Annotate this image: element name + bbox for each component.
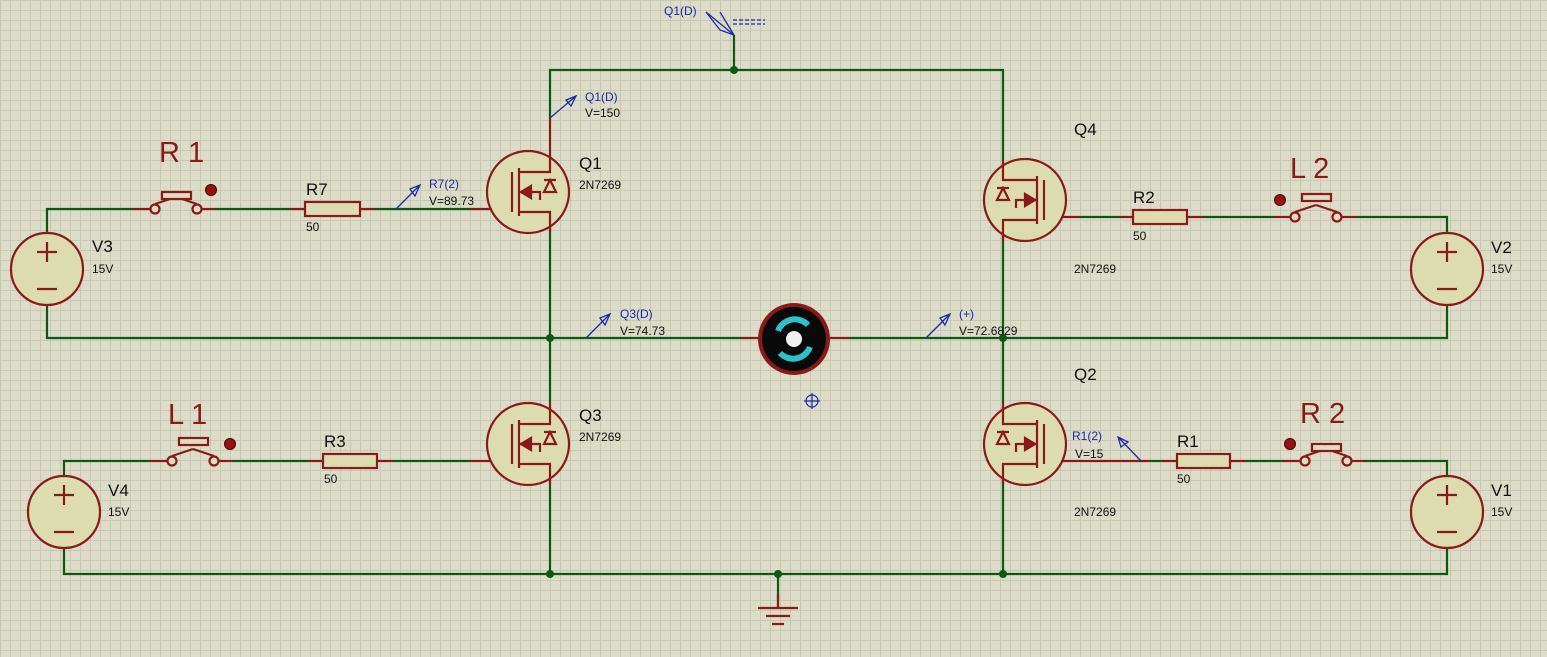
resistor-name: R3 — [324, 432, 346, 451]
wires — [45, 35, 1449, 607]
mosfet-q3[interactable]: Q3 2N7269 — [470, 401, 621, 487]
resistor-r7[interactable]: R7 50 — [290, 180, 375, 234]
voltage-probe-q3d[interactable]: Q3(D) V=74.73 — [585, 307, 665, 339]
mosfet-q1[interactable]: Q1 2N7269 — [470, 118, 621, 235]
mosfet-model: 2N7269 — [1074, 505, 1116, 519]
source-name: V3 — [92, 237, 113, 256]
source-name: V2 — [1491, 238, 1512, 257]
source-value: 15V — [92, 262, 113, 276]
mosfet-name: Q4 — [1074, 120, 1097, 139]
junction-dots — [546, 66, 1007, 578]
probe-value: V=74.73 — [620, 324, 665, 338]
resistor-r1[interactable]: R1 50 — [1162, 432, 1246, 486]
probe-value: V=15 — [1075, 447, 1104, 461]
ground-symbol[interactable] — [758, 594, 798, 626]
resistor-value: 50 — [1133, 229, 1147, 243]
mosfet-model: 2N7269 — [579, 178, 621, 192]
push-button-r2[interactable]: R 2 — [1283, 398, 1365, 467]
voltage-source-v2[interactable]: V2 15V — [1409, 231, 1512, 307]
resistor-value: 50 — [1177, 472, 1191, 486]
resistor-name: R2 — [1133, 188, 1155, 207]
voltage-source-v4[interactable]: V4 15V — [26, 474, 129, 550]
probe-value: V=89.73 — [429, 194, 474, 208]
resistor-r3[interactable]: R3 50 — [308, 432, 393, 486]
probe-value: V=72.6829 — [959, 324, 1018, 338]
resistor-name: R7 — [306, 180, 328, 199]
source-value: 15V — [108, 505, 129, 519]
mosfet-q4[interactable]: Q4 2N7269 — [982, 120, 1116, 276]
source-name: V1 — [1491, 481, 1512, 500]
probe-label: Q1(D) — [585, 90, 618, 104]
source-value: 15V — [1491, 262, 1512, 276]
probe-value: V=150 — [585, 106, 620, 120]
switch-label: R 1 — [159, 137, 204, 169]
mosfet-model: 2N7269 — [1074, 262, 1116, 276]
top-probe-label: Q1(D) — [664, 4, 697, 18]
voltage-probe-motor-plus[interactable]: (+) V=72.6829 — [925, 307, 1018, 339]
mosfet-model: 2N7269 — [579, 430, 621, 444]
probe-label: R7(2) — [429, 177, 459, 191]
switch-label: L 2 — [1290, 153, 1329, 185]
crosshair-icon — [804, 393, 820, 409]
dc-motor[interactable] — [742, 303, 850, 375]
voltage-probe-r1[interactable]: R1(2) V=15 — [1072, 429, 1142, 462]
voltage-probe-r7[interactable]: R7(2) V=89.73 — [395, 177, 474, 210]
resistor-r2[interactable]: R2 50 — [1118, 188, 1203, 243]
mosfet-name: Q1 — [579, 154, 602, 173]
source-value: 15V — [1491, 505, 1512, 519]
probe-label: Q3(D) — [620, 307, 653, 321]
source-name: V4 — [108, 481, 129, 500]
voltage-source-v1[interactable]: V1 15V — [1409, 474, 1512, 550]
mosfet-q2[interactable]: Q2 2N7269 — [982, 365, 1150, 519]
top-voltage-probe[interactable]: Q1(D) — [664, 4, 765, 36]
resistor-value: 50 — [324, 472, 338, 486]
push-button-l1[interactable]: L 1 — [150, 399, 236, 467]
mosfet-name: Q3 — [579, 406, 602, 425]
push-button-r1[interactable]: R 1 — [133, 137, 217, 215]
probe-label: (+) — [959, 307, 974, 321]
push-button-l2[interactable]: L 2 — [1274, 153, 1357, 223]
switch-label: L 1 — [168, 399, 207, 431]
voltage-probe-q1d[interactable]: Q1(D) V=150 — [549, 90, 620, 120]
resistor-value: 50 — [306, 220, 320, 234]
switch-label: R 2 — [1300, 398, 1345, 430]
mosfet-name: Q2 — [1074, 365, 1097, 384]
probe-label: R1(2) — [1072, 429, 1102, 443]
resistor-name: R1 — [1177, 432, 1199, 451]
voltage-source-v3[interactable]: V3 15V — [9, 231, 113, 307]
